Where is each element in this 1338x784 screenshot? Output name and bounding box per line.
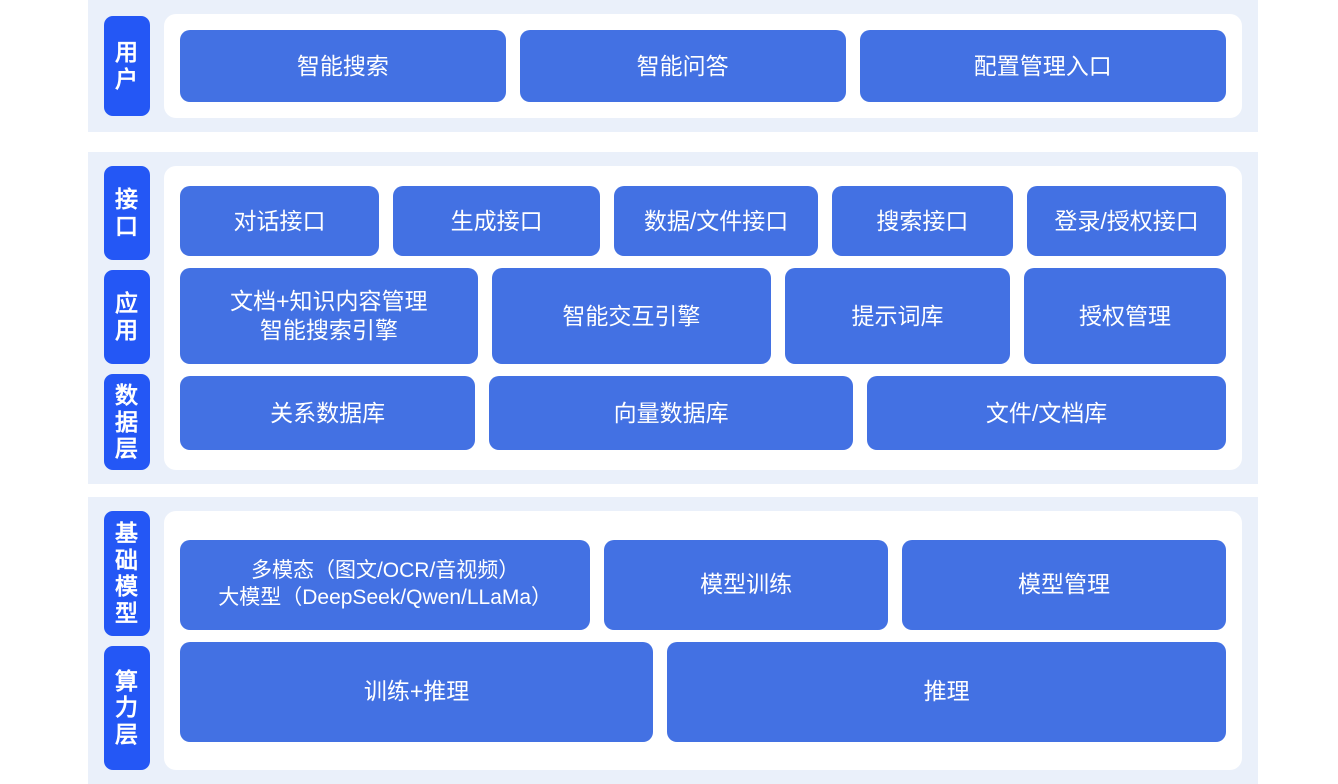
layer-tab-interface[interactable]: 接口 [104, 166, 150, 260]
layer-tab-interface-label: 接口 [115, 186, 139, 239]
card-data-file-interface[interactable]: 数据/文件接口 [614, 186, 818, 256]
card-file-document-store[interactable]: 文件/文档库 [867, 376, 1226, 450]
layer-tab-foundation-model[interactable]: 基础模型 [104, 511, 150, 636]
row-applications: 文档+知识内容管理 智能搜索引擎 智能交互引擎 提示词库 授权管理 [180, 268, 1226, 364]
layer-tab-foundation-model-label: 基础模型 [115, 519, 139, 626]
row-data-stores: 关系数据库 向量数据库 文件/文档库 [180, 376, 1226, 450]
layer-tab-data[interactable]: 数据层 [104, 374, 150, 471]
panel-application: 对话接口 生成接口 数据/文件接口 搜索接口 登录/授权接口 文档+知识内容管理… [164, 166, 1242, 470]
layer-tab-user-label: 用户 [115, 39, 139, 92]
tab-column-infrastructure: 基础模型 算力层 [88, 497, 150, 784]
tab-column-application: 接口 应用 数据层 [88, 152, 150, 484]
panel-user: 智能搜索 智能问答 配置管理入口 [164, 14, 1242, 118]
row-models: 多模态（图文/OCR/音视频） 大模型（DeepSeek/Qwen/LLaMa）… [180, 539, 1226, 630]
card-dialog-interface[interactable]: 对话接口 [180, 186, 379, 256]
row-user-entries: 智能搜索 智能问答 配置管理入口 [180, 30, 1227, 102]
card-generation-interface[interactable]: 生成接口 [392, 186, 601, 256]
panel-infrastructure: 多模态（图文/OCR/音视频） 大模型（DeepSeek/Qwen/LLaMa）… [164, 511, 1242, 770]
card-document-knowledge-management[interactable]: 文档+知识内容管理 智能搜索引擎 [180, 268, 478, 364]
row-compute: 训练+推理 推理 [180, 641, 1226, 742]
band-user: 用户 智能搜索 智能问答 配置管理入口 [88, 0, 1258, 132]
card-inference[interactable]: 推理 [667, 641, 1226, 742]
layer-tab-application-label: 应用 [115, 290, 139, 343]
card-model-management[interactable]: 模型管理 [901, 539, 1226, 630]
card-search-interface[interactable]: 搜索接口 [831, 186, 1014, 256]
card-multimodal-large-model[interactable]: 多模态（图文/OCR/音视频） 大模型（DeepSeek/Qwen/LLaMa） [180, 539, 591, 630]
layer-tab-compute-label: 算力层 [115, 667, 139, 748]
tab-column-user: 用户 [88, 0, 150, 132]
card-prompt-library[interactable]: 提示词库 [785, 268, 1010, 364]
card-authorization-management[interactable]: 授权管理 [1023, 268, 1226, 364]
band-infrastructure: 基础模型 算力层 多模态（图文/OCR/音视频） 大模型（DeepSeek/Qw… [88, 497, 1258, 784]
card-relational-database[interactable]: 关系数据库 [180, 376, 476, 450]
card-intelligent-qa[interactable]: 智能问答 [519, 30, 846, 102]
layer-tab-data-label: 数据层 [115, 382, 139, 462]
layer-tab-user[interactable]: 用户 [104, 16, 150, 116]
card-login-auth-interface[interactable]: 登录/授权接口 [1027, 186, 1226, 256]
layer-tab-compute[interactable]: 算力层 [104, 645, 150, 770]
card-training-plus-inference[interactable]: 训练+推理 [180, 641, 654, 742]
card-config-management-entry[interactable]: 配置管理入口 [859, 30, 1227, 102]
band-application: 接口 应用 数据层 对话接口 生成接口 数据/文件接口 搜索接口 登录/授权接口… [88, 152, 1258, 484]
row-interfaces: 对话接口 生成接口 数据/文件接口 搜索接口 登录/授权接口 [180, 186, 1226, 256]
card-vector-database[interactable]: 向量数据库 [489, 376, 854, 450]
card-model-training[interactable]: 模型训练 [604, 539, 888, 630]
card-intelligent-search[interactable]: 智能搜索 [180, 30, 506, 102]
card-intelligent-interaction-engine[interactable]: 智能交互引擎 [491, 268, 772, 364]
layer-tab-application[interactable]: 应用 [104, 270, 150, 364]
